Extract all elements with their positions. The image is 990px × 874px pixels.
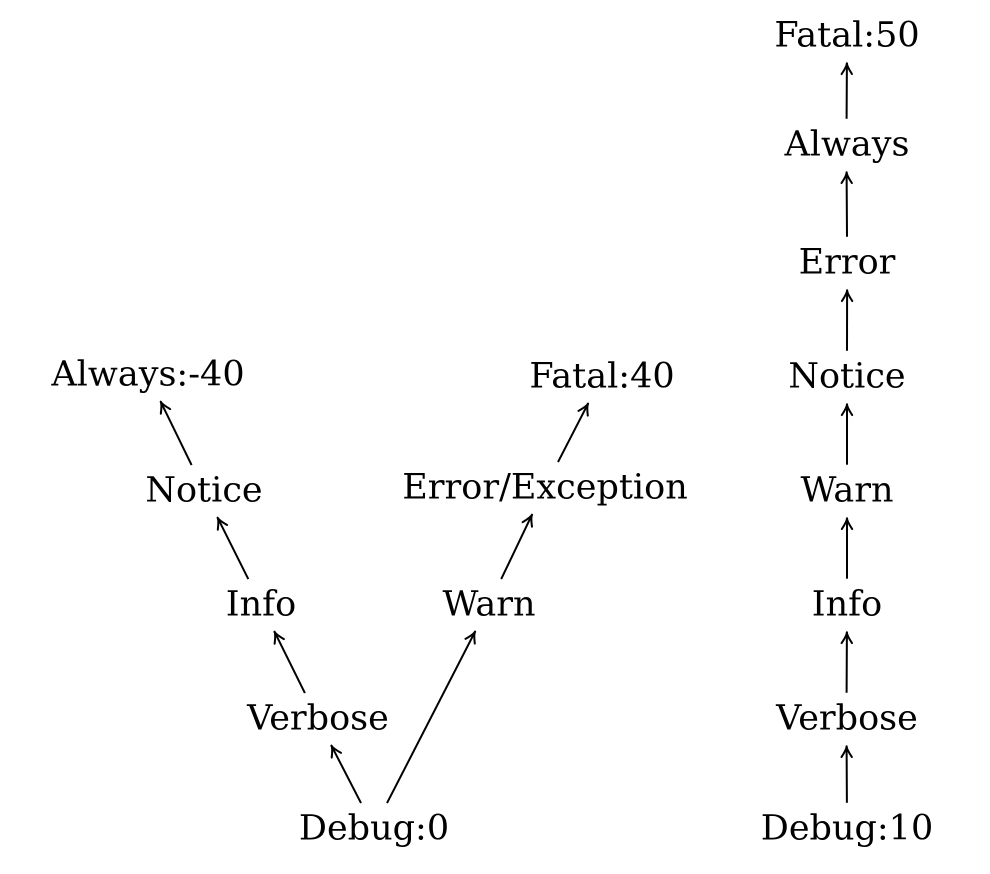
- node-left-notice: Notice: [145, 471, 262, 511]
- edge-arrow: [840, 517, 854, 579]
- arrowhead-icon: [840, 171, 853, 185]
- arrowhead-icon: [840, 403, 854, 417]
- node-right-fatal: Fatal:50: [774, 16, 919, 56]
- arrowhead-icon: [521, 513, 533, 528]
- edge-arrow: [386, 630, 477, 804]
- arrowhead-icon: [840, 745, 853, 759]
- edge-line: [216, 517, 250, 580]
- edge-arrow: [159, 400, 193, 466]
- arrowhead-icon: [840, 631, 853, 645]
- edge-arrow: [840, 62, 853, 119]
- edge-arrow: [840, 631, 853, 693]
- node-left-warn: Warn: [442, 585, 535, 625]
- node-left-fatal: Fatal:40: [529, 357, 674, 397]
- arrowhead-icon: [273, 630, 285, 645]
- node-left-always: Always:-40: [50, 355, 244, 395]
- edge-arrow: [500, 513, 533, 580]
- edge-arrow: [840, 171, 853, 237]
- nodes-layer: Debug:0 Verbose Info Notice Always:-40 W…: [50, 16, 933, 849]
- arrowhead-icon: [840, 517, 854, 531]
- edges-layer: [159, 62, 854, 804]
- edge-line: [500, 514, 533, 580]
- node-right-info: Info: [812, 585, 882, 625]
- node-right-notice: Notice: [788, 357, 905, 397]
- arrowhead-icon: [216, 516, 229, 531]
- edge-line: [159, 401, 193, 466]
- node-left-verbose: Verbose: [246, 699, 389, 739]
- node-left-info: Info: [226, 585, 296, 625]
- edge-arrow: [557, 402, 590, 463]
- node-right-verbose: Verbose: [775, 699, 918, 739]
- node-right-warn: Warn: [800, 471, 893, 511]
- edge-arrow: [840, 403, 854, 465]
- node-right-debug: Debug:10: [761, 809, 933, 849]
- node-left-debug: Debug:0: [299, 809, 449, 849]
- arrowhead-icon: [464, 630, 477, 645]
- arrowhead-icon: [840, 289, 854, 303]
- edge-line: [386, 631, 476, 804]
- edge-arrow: [840, 745, 853, 803]
- edge-arrow: [330, 744, 362, 804]
- node-right-error: Error: [799, 243, 896, 283]
- edge-arrow: [216, 516, 250, 580]
- edge-line: [330, 745, 362, 804]
- node-right-always: Always: [783, 125, 909, 165]
- edge-line: [273, 631, 306, 694]
- node-left-error-exception: Error/Exception: [402, 468, 688, 508]
- arrowhead-icon: [840, 62, 853, 76]
- arrowhead-icon: [330, 744, 342, 759]
- edge-arrow: [273, 630, 306, 694]
- arrowhead-icon: [577, 402, 590, 417]
- arrowhead-icon: [159, 400, 172, 415]
- edge-line: [557, 403, 589, 463]
- edge-arrow: [840, 289, 854, 351]
